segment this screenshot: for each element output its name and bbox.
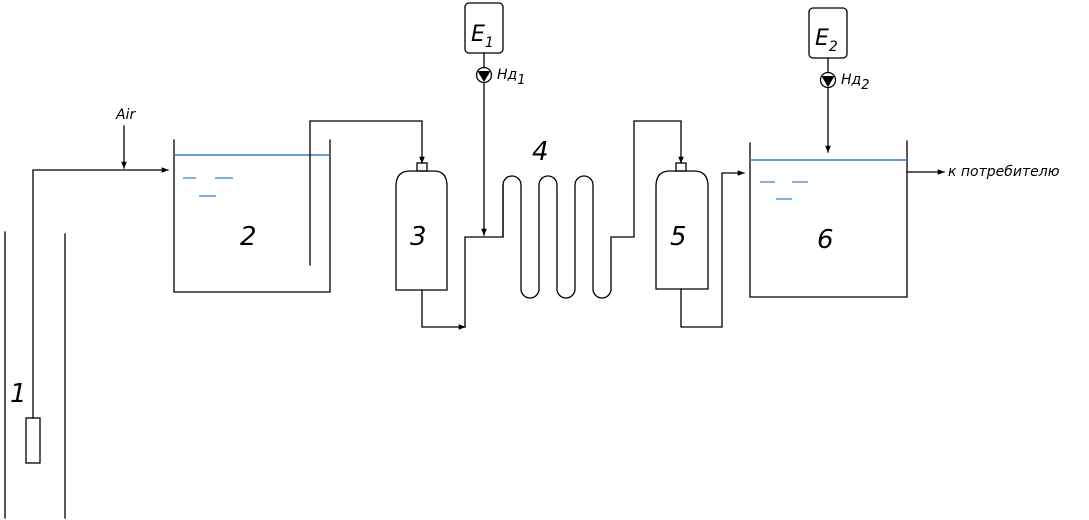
filter-2-body [655,170,709,290]
consumer-label: к потребителю [948,164,1060,180]
well-label: 1 [10,379,27,409]
clean-water-tank: 6 к потребителю [749,140,1060,298]
filter-1-body [395,170,448,291]
air-label: Air [115,107,136,123]
pump-e1-label: Нд1 [497,67,526,88]
pump-e2-triangle [821,76,835,87]
reagent-tank-e1-label: E1 [471,22,494,51]
filter-2-outlet-pipe [680,170,745,328]
aeration-tank-body [173,139,331,293]
pump-icon [475,66,493,84]
filter-2: 5 [655,162,745,328]
riser-pipe-line [32,167,169,419]
filter-2-cap [675,162,687,172]
clean-water-tank-label: 6 [817,225,834,255]
pump-icon [819,71,837,89]
clean-water-tank-body [749,140,908,298]
filter-1-outlet-pipe [421,289,466,330]
pump-e1-triangle [477,71,491,82]
well: 1 [4,231,66,519]
coil: 4 [502,120,684,299]
dosing-unit-1: E1 Нд1 [464,2,526,236]
aeration-tank-label: 2 [240,222,257,252]
coil-tube [502,120,684,299]
filter-1: 3 [395,162,466,330]
dosing-unit-2: E2 Нд2 [808,7,870,153]
filter-1-cap [416,162,428,172]
overflow-pipe [309,120,425,266]
filter-2-label: 5 [670,222,687,252]
aeration-tank: 2 [173,120,425,293]
reagent-tank-e2-label: E2 [815,26,838,55]
air-injection: Air [115,107,136,169]
pump-e2-label: Нд2 [841,72,870,93]
riser-pipe [32,167,169,419]
filter-1-label: 3 [410,222,427,252]
coil-label: 4 [532,137,549,167]
submersible-pump-icon [25,417,41,464]
